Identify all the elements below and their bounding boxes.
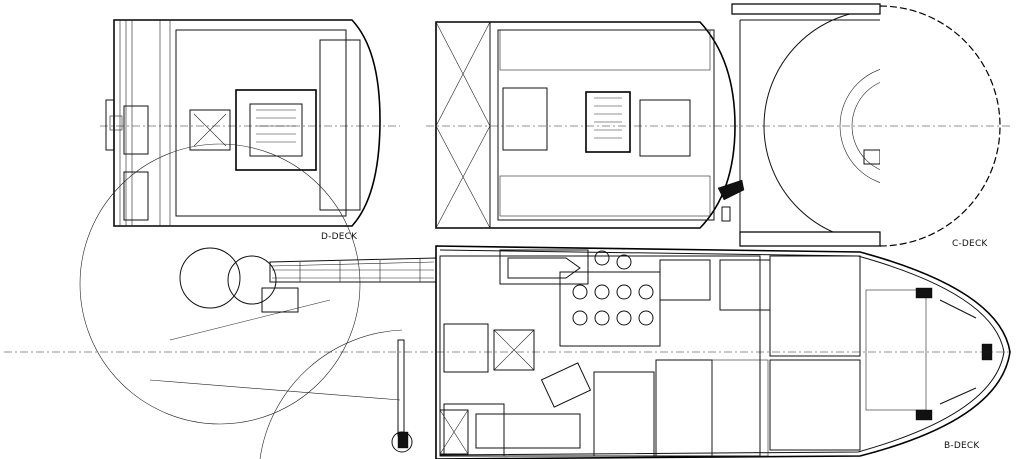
dining-tables [572, 250, 654, 326]
d-deck-plan: D-DECK [100, 19, 400, 242]
d-deck-label: D-DECK [321, 232, 358, 242]
c-deck-label: C-DECK [952, 239, 988, 249]
c-deck-plan: H C-DECK [426, 3, 1010, 249]
b-deck-label: B-DECK [944, 441, 980, 451]
b-deck-plan: B-DECK [4, 143, 1011, 459]
